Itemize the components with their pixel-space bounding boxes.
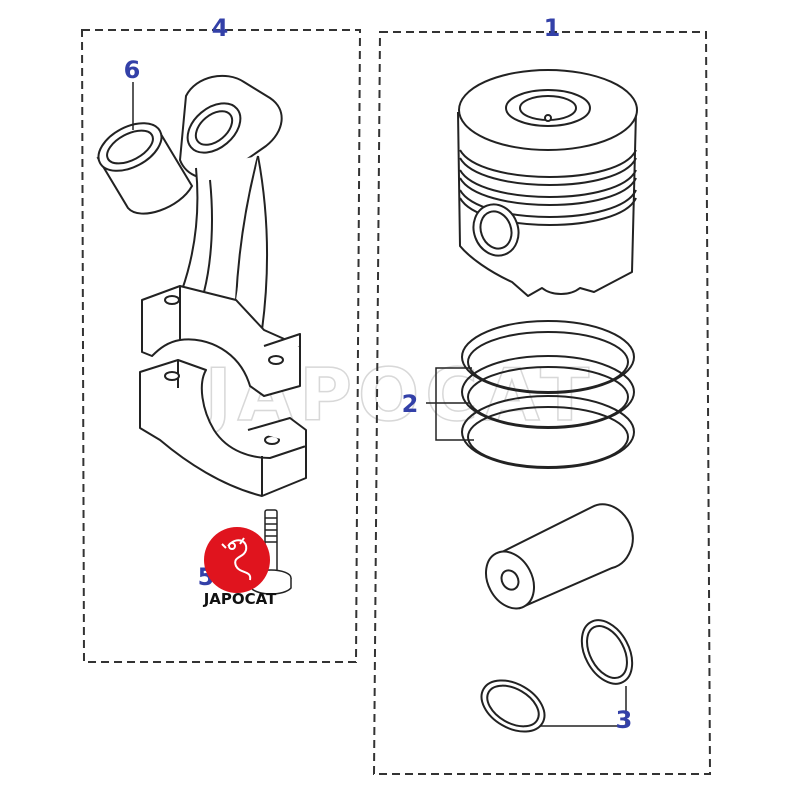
group-box-piston <box>372 31 712 775</box>
connecting-rod <box>139 74 307 497</box>
bushing <box>96 122 194 215</box>
leader-3 <box>540 686 627 727</box>
circlips <box>480 619 634 733</box>
callout-3: 3 <box>616 706 633 734</box>
group-label-1: 1 <box>544 14 561 42</box>
piston-pin <box>485 503 634 610</box>
group-box-connecting-rod <box>80 29 362 663</box>
logo-text: JAPOCAT <box>203 590 277 608</box>
callout-2: 2 <box>402 390 419 418</box>
japocat-logo: JAPOCAT <box>203 527 277 608</box>
group-label-4: 4 <box>212 14 229 42</box>
leader-2 <box>426 367 474 441</box>
piston <box>457 69 638 297</box>
piston-rings <box>461 320 635 469</box>
callout-6: 6 <box>124 56 141 84</box>
cat-silhouette-icon <box>221 537 252 581</box>
